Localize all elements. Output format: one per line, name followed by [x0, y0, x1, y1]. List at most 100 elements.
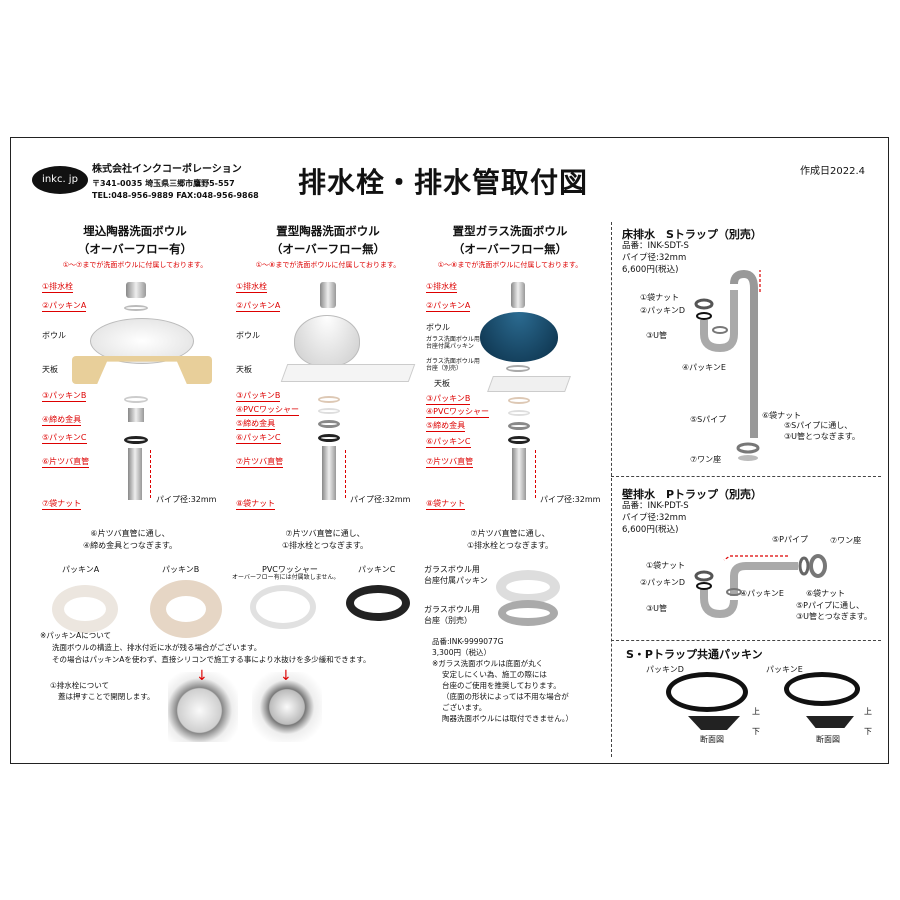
- col1-label-counter: 天板: [42, 365, 58, 374]
- ptrap-caption: ⑤Pパイプに通し、③U管とつなぎます。: [796, 601, 872, 621]
- document-frame: [10, 137, 889, 764]
- col2-caption: ⑦片ツバ直管に通し、①排水栓とつなぎます。: [281, 529, 369, 550]
- col2-label-counter: 天板: [236, 365, 252, 374]
- company-address: 〒341-0035 埼玉県三郷市鷹野5-557 TEL:048-956-9889…: [92, 179, 259, 200]
- col3-pipe-size: パイプ径:32mm: [540, 495, 601, 504]
- packing-a-label: パッキンA: [62, 565, 100, 574]
- col3-label-nut: ⑧袋ナット: [426, 499, 466, 510]
- packing-c-label: パッキンC: [358, 565, 396, 574]
- col3-pvc-image: [508, 410, 530, 416]
- ptrap-diagram: [694, 554, 827, 619]
- col2-pipe-image: [322, 446, 336, 500]
- packing-d-section: [688, 716, 740, 730]
- e-up-label: 上: [864, 707, 872, 716]
- ptrap-l5: ⑤Pパイプ: [772, 535, 808, 544]
- packing-e-image: [784, 672, 860, 706]
- col3-label-packing-b: ③パッキンB: [426, 394, 471, 405]
- col2-label-fastener: ⑤締め金具: [236, 419, 276, 430]
- glass-base-info: 品番:INK-9999077G 3,300円（税込） ※ガラス洗面ボウルは底面が…: [432, 637, 574, 723]
- col1-drain-plug-image: [126, 282, 146, 298]
- ptrap-l1: ①袋ナット: [646, 561, 686, 570]
- company-name: 株式会社インクコーポレーション: [92, 164, 242, 175]
- note-drain-plug: ①排水栓について 蓋は押すことで開閉します。: [50, 681, 155, 701]
- drain-plug-closed-photo: [168, 672, 238, 742]
- ptrap-l3: ③U管: [646, 604, 668, 613]
- strap-l4: ④パッキンE: [682, 363, 726, 372]
- col1-label-fastener: ④締め金具: [42, 415, 82, 426]
- packing-b-image: [150, 580, 222, 638]
- created-date: 作成日2022.4: [800, 166, 865, 177]
- col3-title: 置型ガラス洗面ボウル（オーバーフロー無）: [452, 224, 568, 256]
- common-d-label: パッキンD: [646, 665, 684, 674]
- col1-label-nut: ⑦袋ナット: [42, 499, 82, 510]
- col2-note: ①～⑧までが洗面ボウルに付属しております。: [255, 261, 401, 269]
- strap-l1: ①袋ナット: [640, 293, 680, 302]
- d-section-label: 断面図: [700, 735, 724, 744]
- ptrap-info: 品番：INK-PDT-S パイプ径:32mm 6,600円(税込): [622, 501, 689, 535]
- col2-label-packing-b: ③パッキンB: [236, 391, 281, 402]
- arrow-down-icon: ↓: [280, 668, 292, 684]
- col2-counter-image: [280, 364, 416, 382]
- col3-label-pvc: ④PVCワッシャー: [426, 407, 490, 418]
- col1-label-packing-a: ②パッキンA: [42, 301, 87, 312]
- note-packing-a: ※パッキンAについて 洗面ボウルの構造上、排水付近に水が残る場合がございます。 …: [40, 631, 371, 664]
- ptrap-l4: ④パッキンE: [740, 589, 784, 598]
- col3-label-bowl: ボウル: [426, 323, 450, 332]
- col2-label-packing-c: ⑥パッキンC: [236, 433, 281, 444]
- col1-label-pipe: ⑥片ツバ直管: [42, 457, 90, 468]
- strap-l2: ②パッキンD: [640, 306, 686, 315]
- col3-drain-plug-image: [511, 282, 525, 308]
- d-up-label: 上: [752, 707, 760, 716]
- col2-pvc-image: [318, 408, 340, 414]
- col2-bowl-image: [294, 315, 360, 367]
- col1-packing-c-image: [124, 436, 148, 444]
- strap-l5: ⑤Sパイプ: [690, 415, 727, 424]
- col1-note: ①～⑦までが洗面ボウルに付属しております。: [62, 261, 208, 269]
- col3-fastener-image: [508, 422, 530, 430]
- col3-tiny-packing: ガラス洗面ボウル用台座付属パッキン: [426, 336, 480, 350]
- ptrap-l2: ②パッキンD: [640, 578, 686, 587]
- col3-base-packing-image: [506, 365, 530, 372]
- glass-base-packing-image: [496, 570, 560, 604]
- ptrap-title: 壁排水 Pトラップ（別売）: [622, 488, 763, 501]
- ptrap-l6: ⑥袋ナット: [806, 589, 846, 598]
- packing-e-section: [806, 716, 854, 728]
- pvc-label: PVCワッシャー: [262, 565, 318, 574]
- col1-label-packing-c: ⑤パッキンC: [42, 433, 87, 444]
- packing-a-image: [52, 585, 118, 633]
- col1-arrow: [150, 450, 151, 498]
- col3-packing-c-image: [508, 436, 530, 444]
- col3-arrow: [535, 450, 536, 498]
- page-title: 排水栓・排水管取付図: [298, 166, 589, 199]
- strap-l6: ⑥袋ナット: [762, 411, 802, 420]
- e-section-label: 断面図: [816, 735, 840, 744]
- col3-label-pipe: ⑦片ツバ直管: [426, 457, 474, 468]
- col2-label-nut: ⑧袋ナット: [236, 499, 276, 510]
- col3-label-packing-a: ②パッキンA: [426, 301, 471, 312]
- company-logo: inkc. jp: [32, 166, 88, 194]
- strap-diagram: [694, 270, 761, 461]
- separator-vertical: [611, 222, 612, 757]
- col2-title: 置型陶器洗面ボウル（オーバーフロー無）: [270, 224, 386, 256]
- col2-label-drain-plug: ①排水栓: [236, 282, 268, 293]
- col2-pipe-size: パイプ径:32mm: [350, 495, 411, 504]
- drain-plug-open-photo: [252, 672, 322, 742]
- col3-label-packing-c: ⑥パッキンC: [426, 437, 471, 448]
- col3-bowl-image: [480, 312, 558, 362]
- col1-caption: ⑥片ツバ直管に通し、④締め金具とつなぎます。: [82, 529, 178, 550]
- col2-packing-b-image: [318, 396, 340, 403]
- col2-arrow: [345, 450, 346, 498]
- col2-label-bowl: ボウル: [236, 331, 260, 340]
- d-down-label: 下: [752, 727, 760, 736]
- col1-packing-a-image: [124, 305, 148, 311]
- e-down-label: 下: [864, 727, 872, 736]
- strap-info: 品番：INK-SDT-S パイプ径:32mm 6,600円(税込): [622, 241, 689, 275]
- col1-pipe-size: パイプ径:32mm: [156, 495, 217, 504]
- pvc-image: [250, 585, 316, 629]
- col3-label-drain-plug: ①排水栓: [426, 282, 458, 293]
- packing-c-image: [346, 585, 410, 621]
- col2-packing-c-image: [318, 434, 340, 442]
- col3-label-fastener: ⑤締め金具: [426, 421, 466, 432]
- col1-title: 埋込陶器洗面ボウル（オーバーフロー有）: [77, 224, 193, 256]
- col1-fastener-image: [128, 408, 144, 422]
